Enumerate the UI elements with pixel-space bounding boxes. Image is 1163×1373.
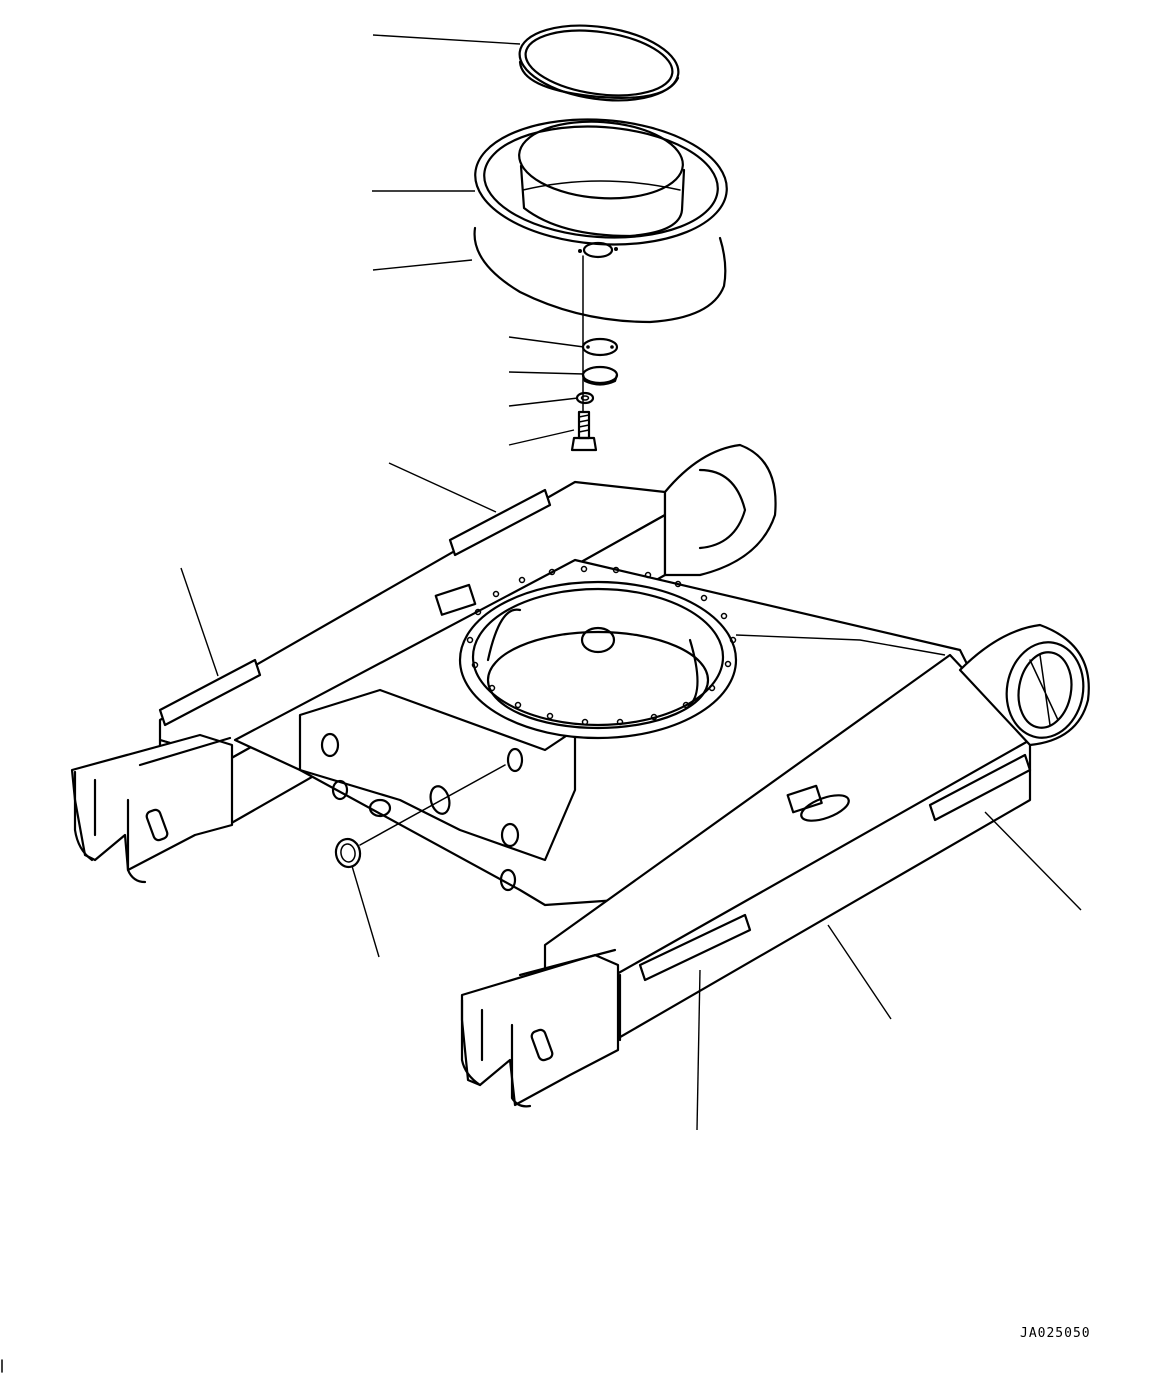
leader-plate-upper [508,336,585,348]
washer [575,391,595,405]
bushing [334,837,362,869]
leader-left-guard [180,567,219,677]
leader-plate-lower [508,371,585,375]
leader-washer [508,397,579,407]
swing-circle-bolt-holes [466,565,737,726]
dust-plate [473,226,727,324]
bushing-axis [359,764,506,846]
drawing-code-label: JA025050 [1020,1326,1091,1341]
bolt [570,410,598,452]
leader-swing-circle [735,634,946,656]
leader-dust-plate [372,259,473,271]
leader-seal-ring [372,34,521,45]
leader-lines [180,34,1082,1131]
leader-right-guard-lower [696,969,701,1131]
leader-bushing [351,865,380,958]
plate-upper [581,337,619,357]
plate-lower [581,365,619,386]
leader-front-guard [984,811,1082,911]
seal-ring [518,24,680,102]
track-frame [70,443,1090,1108]
leader-side-frame [827,924,892,1020]
bearing-cover [474,118,728,259]
leader-bolt [508,429,575,446]
leader-rear-guard [388,462,497,513]
